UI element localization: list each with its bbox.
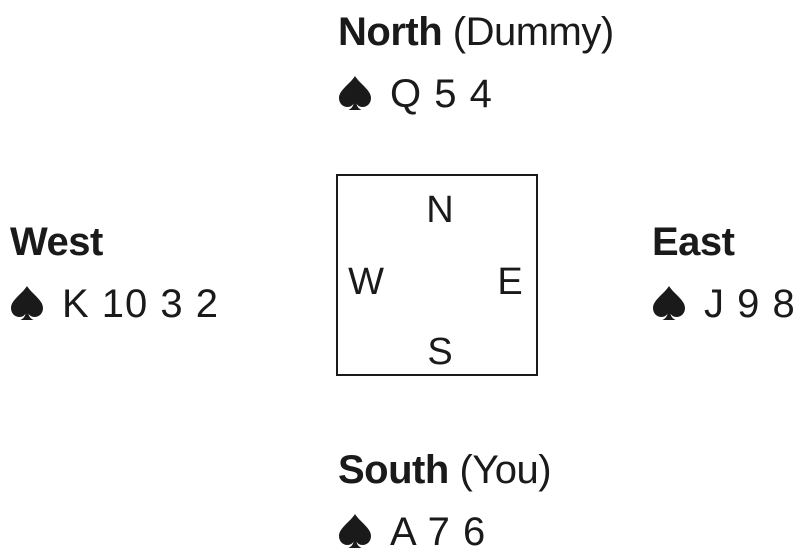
east-label: East: [652, 218, 796, 266]
north-note: (Dummy): [452, 10, 614, 54]
east-cards: J 9 8: [704, 282, 796, 326]
west-role: West: [10, 220, 103, 264]
west-cards: K 10 3 2: [62, 282, 220, 326]
south-hand: A 7 6: [338, 508, 551, 556]
south-role: South: [338, 448, 449, 492]
north-role: North: [338, 10, 443, 54]
compass-box: N W E S: [336, 174, 538, 376]
north-label: North (Dummy): [338, 8, 614, 56]
compass-west: W: [348, 261, 384, 303]
spade-icon: [10, 285, 44, 321]
compass-east: E: [497, 261, 523, 303]
west-label: West: [10, 218, 219, 266]
south-seat: South (You) A 7 6: [338, 446, 552, 556]
spade-icon: [338, 513, 372, 549]
north-hand: Q 5 4: [338, 70, 614, 118]
east-role: East: [652, 220, 735, 264]
east-seat: East J 9 8: [652, 218, 796, 328]
north-cards: Q 5 4: [390, 72, 493, 116]
south-label: South (You): [338, 446, 552, 494]
west-hand: K 10 3 2: [10, 280, 219, 328]
spade-icon: [338, 75, 372, 111]
west-seat: West K 10 3 2: [10, 218, 219, 328]
spade-icon: [652, 285, 686, 321]
south-cards: A 7 6: [390, 510, 487, 554]
east-hand: J 9 8: [652, 280, 796, 328]
compass-south: S: [427, 331, 453, 373]
south-note: (You): [459, 448, 552, 492]
compass-north: N: [426, 189, 454, 231]
north-seat: North (Dummy) Q 5 4: [338, 8, 614, 118]
